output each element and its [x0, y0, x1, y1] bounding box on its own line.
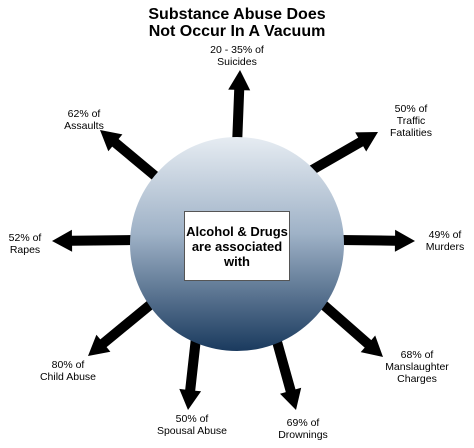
arrow-assaults [100, 130, 164, 184]
arrow-manslaughter [314, 296, 383, 357]
center-box: Alcohol & Drugs are associated with [184, 211, 290, 281]
label-suicides: 20 - 35% of Suicides [210, 44, 264, 68]
label-spousal-abuse: 50% of Spousal Abuse [156, 413, 228, 437]
label-rapes: 52% of Rapes [8, 232, 42, 256]
label-traffic-fatalities: 50% of Traffic Fatalities [389, 103, 432, 139]
label-manslaughter: 68% of Manslaughter Charges [385, 349, 449, 385]
title-line-1: Substance Abuse Does [148, 6, 326, 23]
label-assaults: 62% of Assaults [64, 108, 104, 132]
arrow-rapes [52, 229, 135, 252]
label-child-abuse: 80% of Child Abuse [39, 359, 97, 383]
center-line-2: are associated [191, 238, 283, 254]
title-line-2: Not Occur In A Vacuum [148, 23, 326, 40]
label-murders: 49% of Murders [425, 229, 465, 253]
arrow-murders [339, 229, 415, 252]
arrow-drownings [271, 336, 302, 410]
arrow-child [88, 296, 160, 356]
center-line-1: Alcohol & Drugs [186, 223, 288, 239]
arrows-group [52, 70, 415, 410]
label-drownings: 69% of Drownings [278, 417, 328, 441]
arrow-spousal [179, 337, 202, 410]
arrow-suicides [228, 70, 251, 147]
diagram-title: Substance Abuse Does Not Occur In A Vacu… [0, 6, 474, 40]
center-line-3: with [224, 253, 250, 269]
arrow-traffic [309, 132, 378, 175]
